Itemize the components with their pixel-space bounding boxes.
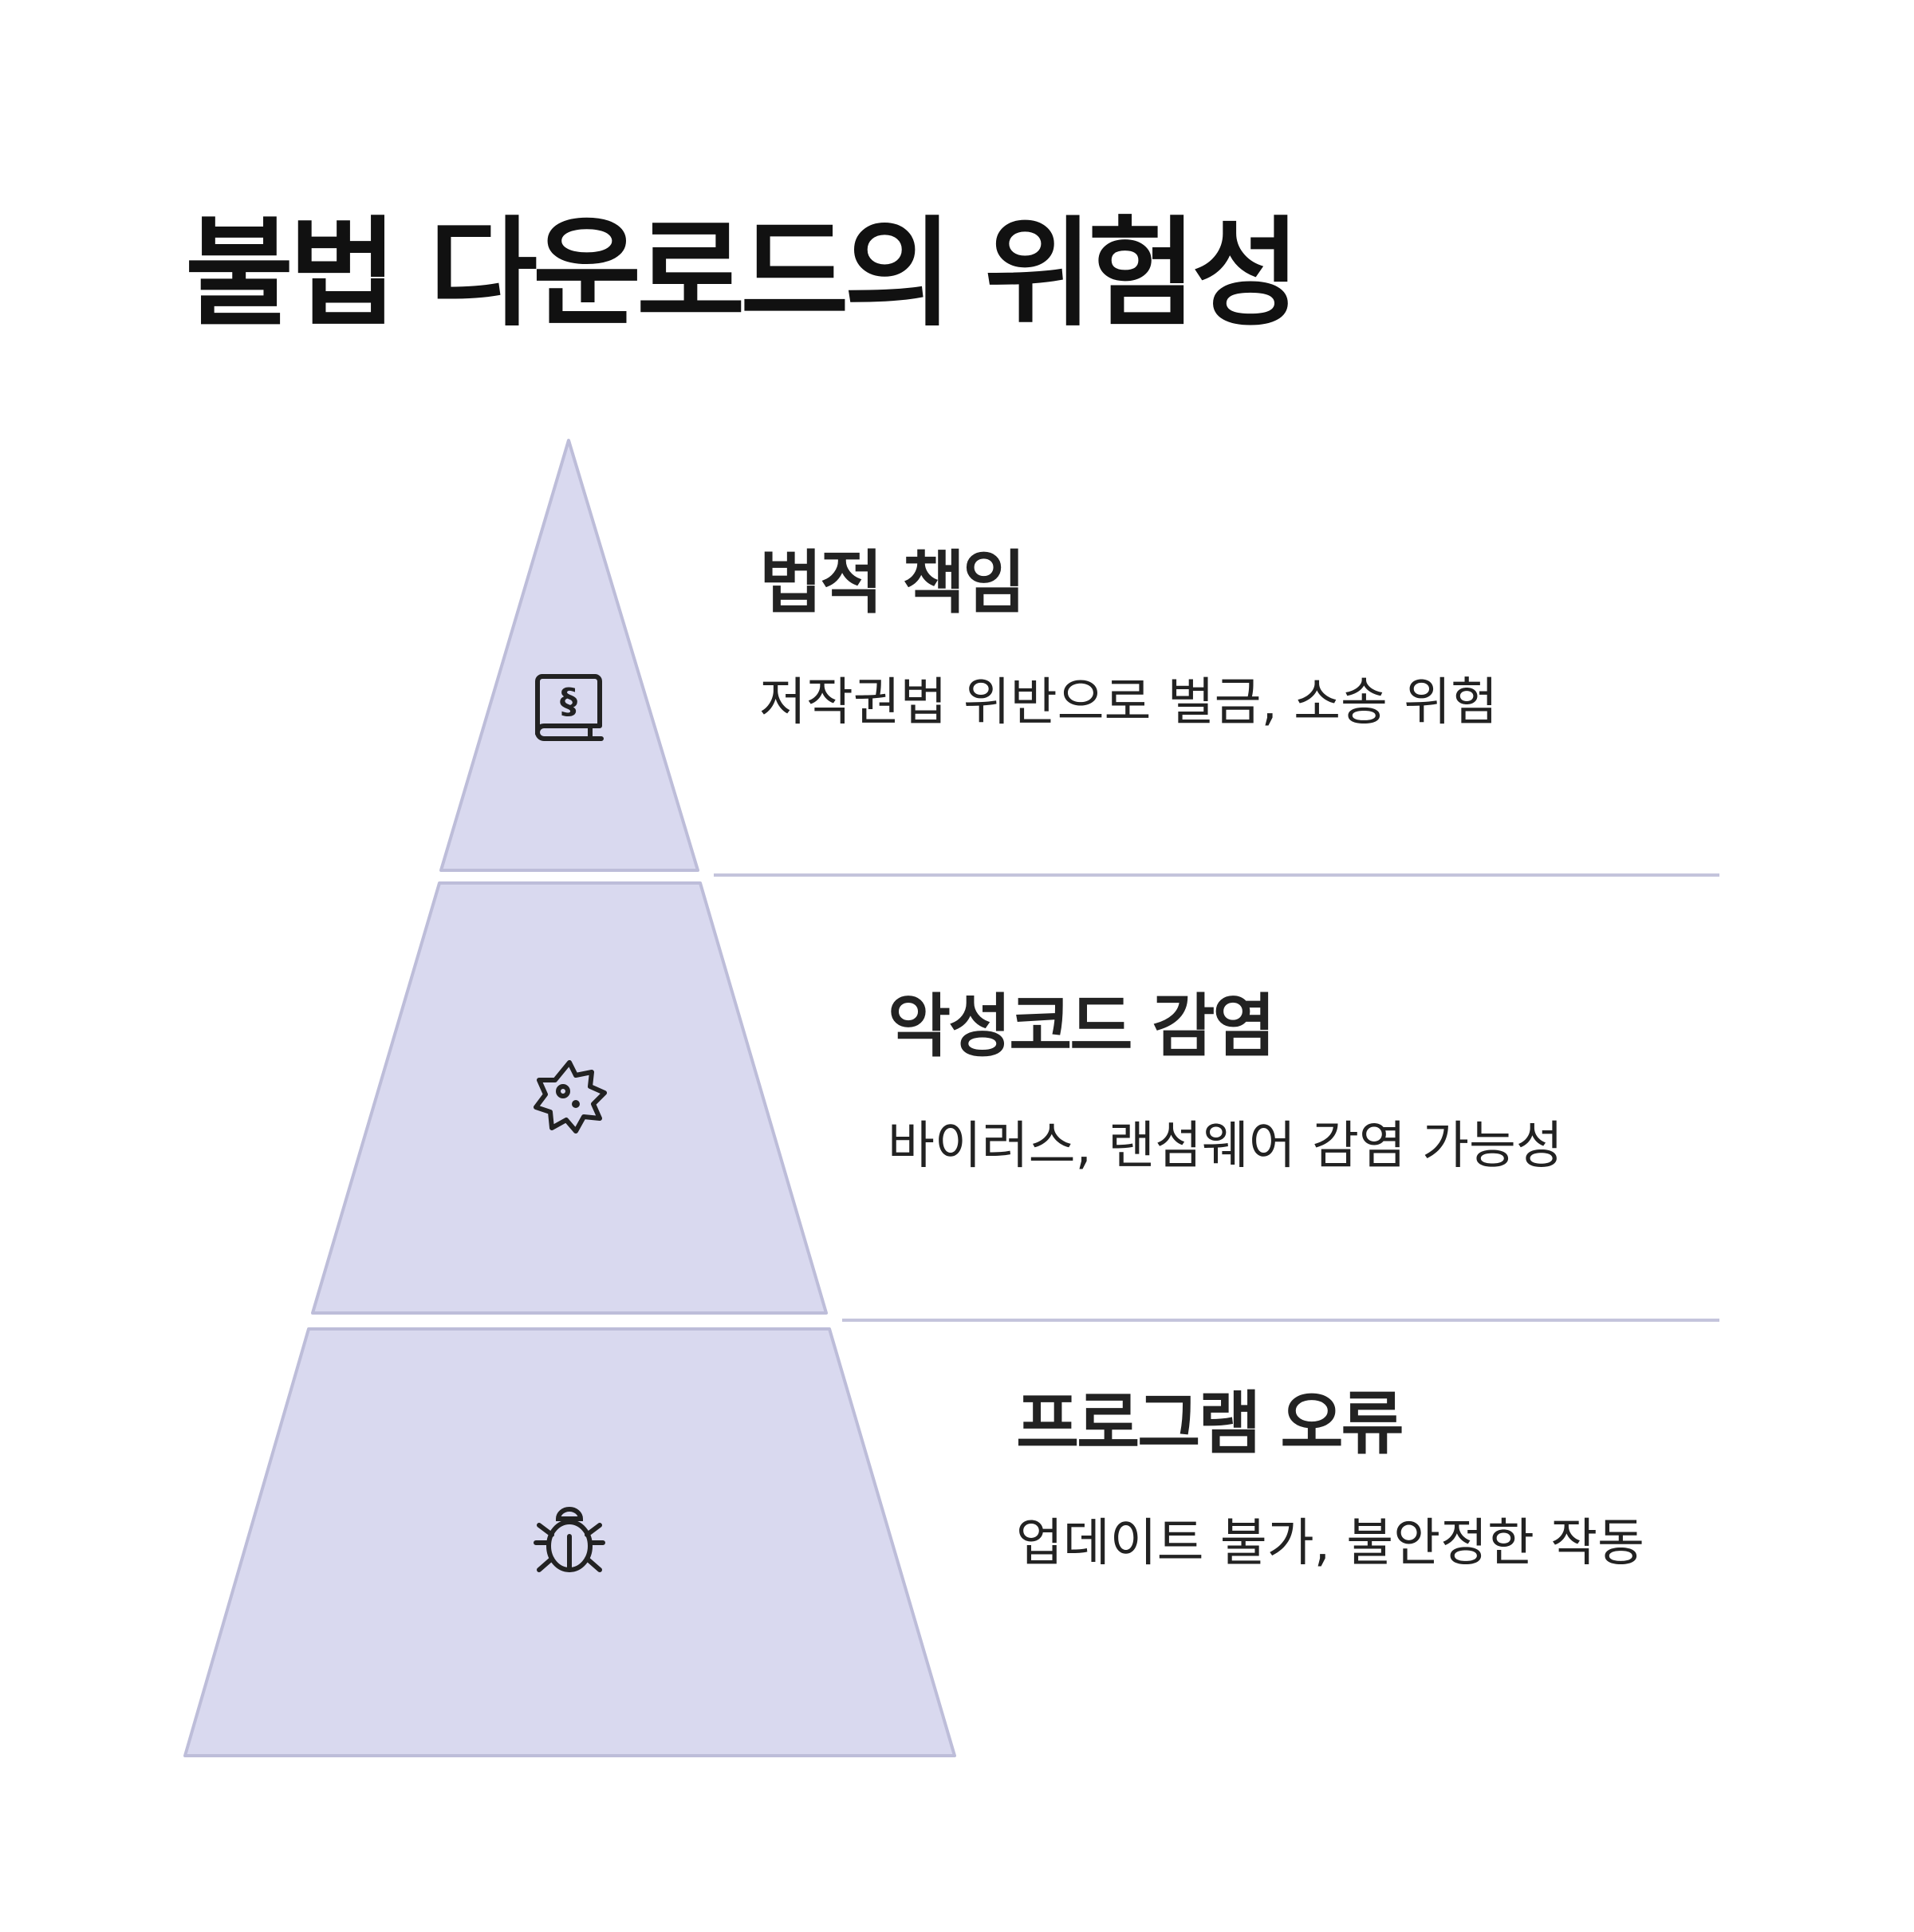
page-title: 불법 다운로드의 위험성 (185, 205, 1301, 342)
tier-3-text: 프로그램 오류 업데이트 불가, 불안정한 작동 (1016, 1383, 1678, 1590)
pyramid-tier-2 (311, 881, 828, 1315)
tier-2-text: 악성코드 감염 바이러스, 랜섬웨어 감염 가능성 (888, 986, 1717, 1193)
tier-1-text: 법적 책임 저작권법 위반으로 벌금, 소송 위험 (759, 542, 1716, 749)
tier-description: 업데이트 불가, 불안정한 작동 (1016, 1514, 1644, 1574)
tier-heading: 악성코드 감염 (888, 987, 1276, 1067)
svg-text:§: § (560, 681, 577, 722)
tier-heading: 법적 책임 (759, 543, 1026, 623)
virus-icon (534, 1060, 607, 1134)
tier-heading: 프로그램 오류 (1016, 1384, 1404, 1464)
pyramid-tier-1 (439, 439, 699, 872)
law-book-icon: § (535, 674, 604, 741)
bug-icon (534, 1507, 605, 1572)
tier-description: 저작권법 위반으로 벌금, 소송 위험 (759, 673, 1499, 733)
tier-description: 바이러스, 랜섬웨어 감염 가능성 (888, 1117, 1563, 1177)
